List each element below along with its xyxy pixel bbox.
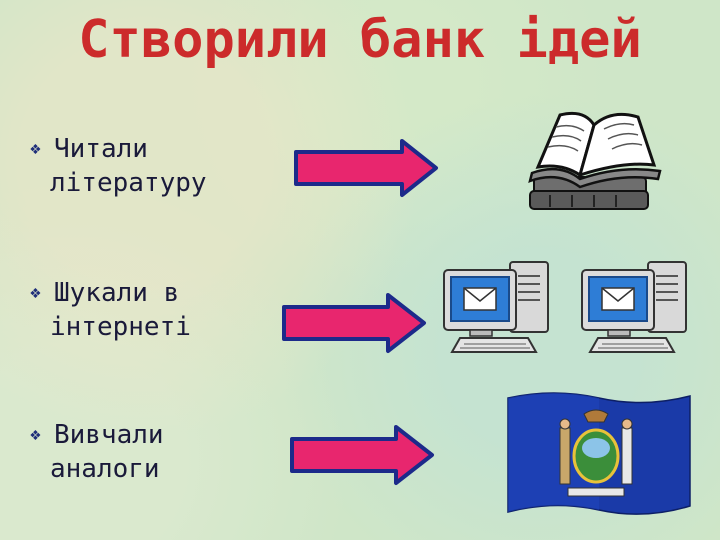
- bullet-item-analogs: ❖ Вивчали аналоги: [30, 418, 250, 486]
- bullet-text-line2: інтернеті: [50, 312, 191, 342]
- bullet-icon: ❖: [30, 282, 41, 303]
- page-title: Створили банк ідей: [78, 10, 642, 70]
- bullet-item-internet: ❖ Шукали в інтернеті: [30, 276, 250, 344]
- computer-email-icon: [443, 261, 549, 353]
- arrow-right-icon: [282, 293, 426, 353]
- book-icon: [528, 111, 662, 210]
- arrow-right-icon: [290, 425, 434, 485]
- bullet-text-line1: Шукали в: [54, 278, 180, 308]
- bullet-text-line1: Читали: [54, 134, 148, 164]
- bullet-text-line1: Вивчали: [54, 420, 164, 450]
- computer-email-icon: [581, 261, 687, 353]
- coat-of-arms-emblem: [559, 409, 633, 497]
- bullet-text-line2: літературу: [50, 168, 207, 198]
- bullet-text-line2: аналоги: [50, 454, 160, 484]
- bullet-item-literature: ❖ Читали літературу: [30, 132, 250, 200]
- bullet-icon: ❖: [30, 424, 41, 445]
- arrow-right-icon: [294, 139, 438, 197]
- flag-icon: [507, 392, 691, 515]
- bullet-icon: ❖: [30, 138, 41, 159]
